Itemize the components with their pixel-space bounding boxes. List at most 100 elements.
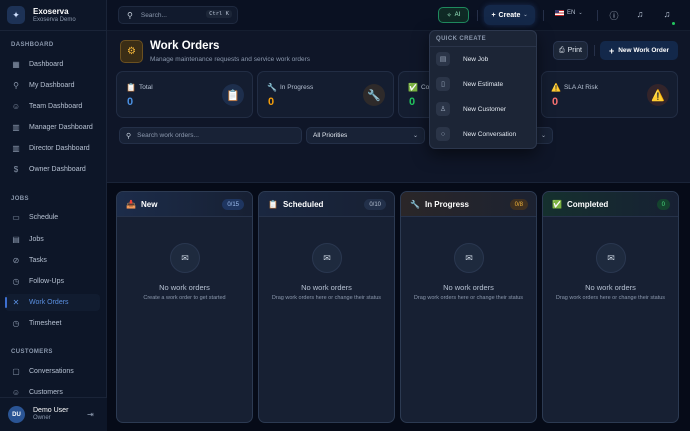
mail-icon: ✉ (454, 243, 484, 273)
column-completed[interactable]: ✅Completed 0 ✉ No work orders Drag work … (542, 191, 679, 423)
stat-value: 0 (409, 96, 416, 108)
grid-icon: ▦ (12, 60, 20, 69)
stat-total: 📋Total 0 📋 (116, 71, 253, 118)
column-count: 0/8 (509, 199, 528, 210)
search-icon: ⚲ (126, 132, 132, 140)
brand-subtitle: Exoserva Demo (33, 16, 76, 23)
sidebar-item-my-dashboard[interactable]: ⚲My Dashboard (5, 77, 100, 94)
chevron-down-icon: ⌄ (523, 12, 528, 18)
users-icon: ☺ (11, 388, 21, 397)
chat-icon: ○ (436, 127, 450, 141)
menu-item-new-estimate[interactable]: ▯New Estimate (434, 74, 534, 94)
mail-icon: ✉ (170, 243, 200, 273)
user-role: Owner (33, 415, 51, 421)
empty-title: No work orders (443, 283, 494, 292)
dollar-circle-icon: $ (13, 165, 19, 174)
sidebar-item-owner-dashboard[interactable]: $Owner Dashboard (5, 161, 100, 178)
section-jobs: JOBS (11, 196, 29, 202)
check-circle-icon: ⊘ (12, 256, 20, 265)
column-in-progress[interactable]: 🔧In Progress 0/8 ✉ No work orders Drag w… (400, 191, 537, 423)
check-icon: ✅ (552, 199, 562, 209)
info-icon[interactable]: ⓘ (609, 11, 619, 21)
create-button[interactable]: +Create⌄ (484, 5, 535, 25)
brand-name: Exoserva (33, 6, 69, 16)
sparkles-icon: ✦ (7, 6, 25, 24)
check-icon: ✅ (408, 83, 418, 92)
priority-select[interactable]: All Priorities ⌄ (306, 127, 425, 144)
user-name: Demo User (33, 407, 69, 414)
work-order-search-input[interactable]: ⚲ Search work orders... (119, 127, 302, 144)
printer-icon: ⎙ (558, 46, 565, 54)
empty-title: No work orders (301, 283, 352, 292)
plus-icon: + (608, 45, 615, 56)
divider (543, 10, 544, 21)
sidebar-item-manager-dashboard[interactable]: ▥Manager Dashboard (12, 123, 93, 132)
warning-icon: ⚠️ (647, 84, 669, 106)
notification-bell-icon[interactable]: ♫ (663, 9, 671, 19)
column-title: In Progress (424, 199, 469, 209)
topbar: ⚲ Search... Ctrl K ✧AI +Create⌄ EN⌄ ⓘ ♫ … (107, 0, 690, 31)
bar-chart-icon: ▥ (12, 144, 20, 153)
empty-subtitle: Create a work order to get started (143, 295, 226, 301)
logout-icon[interactable]: ⇥ (87, 410, 94, 419)
clipboard-icon: 📋 (222, 84, 244, 106)
clipboard-icon: 📋 (126, 83, 136, 92)
sidebar-item-jobs[interactable]: ▤Jobs (12, 235, 44, 244)
quick-create-menu: QUICK CREATE ▤New Job ▯New Estimate ♙New… (429, 30, 537, 149)
sidebar-item-tasks[interactable]: ⊘Tasks (12, 256, 47, 265)
global-search[interactable]: ⚲ Search... Ctrl K (118, 6, 238, 24)
brand[interactable]: ✦ Exoserva Exoserva Demo (0, 0, 106, 31)
ai-button[interactable]: ✧AI (438, 7, 469, 23)
stat-value: 0 (127, 96, 134, 108)
language-selector[interactable]: EN⌄ (555, 10, 583, 16)
clipboard-icon: ▯ (436, 77, 450, 91)
user-icon: ♙ (436, 102, 450, 116)
bar-chart-icon: ▥ (12, 123, 20, 132)
sidebar-item-work-orders[interactable]: ✕Work Orders (5, 294, 100, 311)
mail-icon: ✉ (596, 243, 626, 273)
bell-icon[interactable]: ♫ (636, 9, 644, 19)
print-button[interactable]: ⎙Print (553, 41, 588, 60)
sidebar-item-dashboard[interactable]: ▦Dashboard (12, 60, 64, 69)
wrench-icon: 🔧 (267, 83, 277, 92)
empty-subtitle: Drag work orders here or change their st… (271, 295, 382, 301)
sidebar-item-customers[interactable]: ☺Customers (11, 388, 63, 397)
calendar-icon: ▭ (12, 213, 20, 222)
chevron-down-icon: ⌄ (540, 133, 546, 139)
clipboard-icon: 📋 (268, 199, 278, 209)
column-title: New (140, 199, 158, 209)
sidebar-item-timesheet[interactable]: ◷Timesheet (12, 319, 62, 328)
sidebar-item-team-dashboard[interactable]: ☺Team Dashboard (11, 102, 83, 111)
sidebar: ✦ Exoserva Exoserva Demo DASHBOARD ▦Dash… (0, 0, 107, 431)
users-icon: ☺ (11, 102, 21, 111)
page-subtitle: Manage maintenance requests and service … (150, 56, 311, 63)
chevron-down-icon: ⌄ (578, 10, 583, 16)
chevron-down-icon: ⌄ (412, 133, 418, 139)
menu-item-new-job[interactable]: ▤New Job (434, 49, 534, 69)
divider (477, 10, 478, 21)
briefcase-icon: ▤ (436, 52, 450, 66)
column-new[interactable]: 📥New 0/15 ✉ No work orders Create a work… (116, 191, 253, 423)
column-count: 0/10 (364, 199, 386, 210)
column-title: Scheduled (282, 199, 324, 209)
inbox-icon: 📥 (126, 199, 136, 209)
sidebar-item-conversations[interactable]: ▢Conversations (12, 367, 74, 376)
us-flag-icon (555, 10, 564, 16)
stat-sla-at-risk: ⚠️SLA At Risk 0 ⚠️ (541, 71, 678, 118)
briefcase-icon: ▤ (12, 235, 20, 244)
menu-item-new-customer[interactable]: ♙New Customer (434, 99, 534, 119)
stat-value: 0 (552, 96, 559, 108)
menu-item-new-conversation[interactable]: ○New Conversation (434, 124, 534, 144)
user-profile[interactable]: DU Demo User Owner ⇥ (0, 397, 107, 431)
column-scheduled[interactable]: 📋Scheduled 0/10 ✉ No work orders Drag wo… (258, 191, 395, 423)
sidebar-item-schedule[interactable]: ▭Schedule (12, 213, 59, 222)
stat-value: 0 (268, 96, 275, 108)
empty-title: No work orders (159, 283, 210, 292)
sidebar-item-director-dashboard[interactable]: ▥Director Dashboard (12, 144, 90, 153)
empty-title: No work orders (585, 283, 636, 292)
sidebar-item-follow-ups[interactable]: ◷Follow-Ups (12, 277, 65, 286)
new-work-order-button[interactable]: +New Work Order (600, 41, 678, 60)
clock-icon: ◷ (12, 277, 20, 286)
section-dashboard: DASHBOARD (11, 42, 54, 48)
quick-create-title: QUICK CREATE (430, 31, 536, 47)
